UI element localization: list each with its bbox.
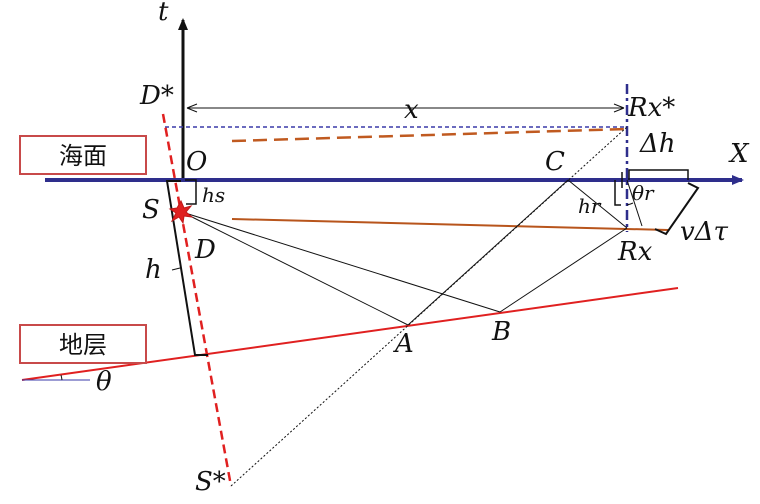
theta-arc <box>60 374 63 381</box>
stratum-label: 地层 <box>59 331 107 359</box>
x-dimension-right-arrow <box>613 103 625 113</box>
orange-dashed-line <box>231 127 627 143</box>
theta-r-label: θr <box>632 181 655 205</box>
dotted-line-s-star-rx-star <box>230 126 628 487</box>
ray-b-to-rx <box>499 227 628 313</box>
h-label: h <box>145 255 162 285</box>
stratum-box: 地层 <box>19 324 147 364</box>
sea-surface-label: 海面 <box>59 142 107 170</box>
x-axis-label: X <box>728 139 750 169</box>
o-label: O <box>186 147 207 177</box>
theta-r-arc <box>626 202 634 206</box>
hr-label: hr <box>578 194 602 218</box>
d-label: D <box>194 235 216 265</box>
x-dimension-left-arrow <box>186 103 198 113</box>
hr-bracket <box>614 180 621 206</box>
ray-d-to-b <box>181 211 501 313</box>
rx-star-label: Rx* <box>627 93 675 123</box>
stratum-line <box>21 287 679 381</box>
rx-label: Rx <box>617 237 653 267</box>
t-axis-label: t <box>158 0 169 27</box>
d-star-label: D* <box>139 81 174 111</box>
delta-h-label: Δh <box>639 129 676 159</box>
sea-surface-box: 海面 <box>19 135 147 175</box>
c-label: C <box>545 147 565 177</box>
ray-c-to-rx <box>567 179 628 229</box>
h-bracket <box>165 180 208 356</box>
s-label: S <box>142 195 160 225</box>
theta-label: θ <box>96 367 112 397</box>
red-dashed-line-d-star-s-star <box>161 113 233 487</box>
v-delta-tau-bracket <box>654 182 700 236</box>
hs-bracket <box>185 179 197 205</box>
b-label: B <box>491 317 511 347</box>
source-explosion-icon <box>168 199 194 225</box>
ray-d-to-a <box>181 211 409 326</box>
x-distance-label: x <box>404 95 419 125</box>
orange-solid-line <box>231 218 669 231</box>
delta-h-brace <box>628 169 689 180</box>
ray-a-to-c <box>407 179 569 326</box>
hs-label: hs <box>202 183 225 207</box>
s-star-label: S* <box>195 467 226 497</box>
v-delta-tau-label: vΔτ <box>680 217 728 247</box>
h-label-tick <box>171 267 181 271</box>
a-label: A <box>393 329 414 359</box>
theta-r-line <box>626 179 643 227</box>
